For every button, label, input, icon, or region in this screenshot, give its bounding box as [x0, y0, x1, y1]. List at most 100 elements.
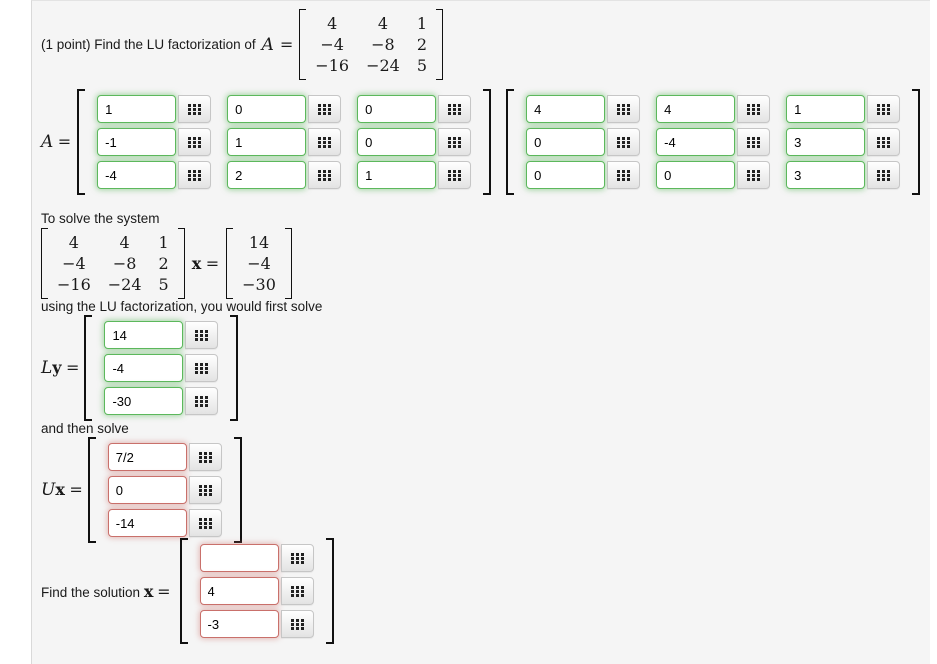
grid-icon: [195, 329, 208, 341]
right-bracket: [233, 437, 242, 543]
left-bracket: [84, 315, 93, 421]
l-input-2-1[interactable]: [227, 161, 307, 189]
equation-editor-button[interactable]: [280, 577, 314, 605]
equation-editor-button[interactable]: [188, 476, 222, 504]
matrix-cell: 14: [248, 233, 270, 252]
equation-editor-button[interactable]: [188, 443, 222, 471]
coefficient-matrix-display: 4 4 1 −4 −8 2 −16 −24 5: [41, 228, 185, 299]
right-bracket: [436, 9, 444, 80]
equals-sign: =: [205, 253, 220, 273]
matrix-input-cell: [104, 354, 219, 382]
grid-icon: [747, 136, 760, 148]
equation-editor-button[interactable]: [308, 161, 342, 189]
grid-icon: [290, 585, 304, 597]
matrix-cell: 1: [416, 14, 428, 33]
left-bracket: [506, 89, 515, 195]
l-input-1-2[interactable]: [357, 128, 437, 156]
left-bracket: [299, 9, 307, 80]
grid-icon: [290, 618, 304, 630]
u-input-2-0[interactable]: [526, 161, 606, 189]
grid-icon: [877, 136, 890, 148]
u-input-2-2[interactable]: [786, 161, 866, 189]
equation-editor-button[interactable]: [438, 161, 472, 189]
grid-icon: [448, 169, 461, 181]
x-input-1[interactable]: [199, 577, 279, 605]
l-input-1-1[interactable]: [227, 128, 307, 156]
matrix-input-cell: [199, 577, 314, 605]
equation-editor-button[interactable]: [308, 95, 342, 123]
matrix-cell: −8: [371, 35, 395, 54]
l-input-2-2[interactable]: [357, 161, 437, 189]
problem-statement: (1 point) Find the LU factorization of A…: [41, 9, 930, 80]
equation-editor-button[interactable]: [178, 128, 212, 156]
left-bracket: [179, 538, 188, 644]
x-input-2[interactable]: [199, 610, 279, 638]
grid-icon: [195, 362, 208, 374]
u-input-0-1[interactable]: [656, 95, 736, 123]
matrix-cell: 1: [158, 233, 169, 252]
equation-editor-button[interactable]: [308, 128, 342, 156]
var-u: U: [41, 480, 56, 500]
equation-editor-button[interactable]: [185, 354, 219, 382]
matrix-input-cell: [357, 161, 472, 189]
ux-input-0[interactable]: [107, 443, 187, 471]
var-x: x: [191, 253, 202, 273]
ly-input-2[interactable]: [104, 387, 184, 415]
equation-editor-button[interactable]: [178, 161, 212, 189]
matrix-cell: −24: [366, 56, 400, 75]
x-input-0[interactable]: [199, 544, 279, 572]
equation-editor-button[interactable]: [607, 161, 641, 189]
grid-icon: [318, 169, 331, 181]
grid-icon: [318, 103, 331, 115]
equation-editor-button[interactable]: [607, 95, 641, 123]
ux-input-1[interactable]: [107, 476, 187, 504]
equation-editor-button[interactable]: [737, 161, 771, 189]
factor-label: A =: [41, 132, 71, 152]
equation-editor-button[interactable]: [867, 128, 901, 156]
system-after-text: using the LU factorization, you would fi…: [41, 299, 323, 314]
grid-icon: [747, 103, 760, 115]
ux-answer-row: Ux =: [41, 437, 930, 543]
ux-input-2[interactable]: [107, 509, 187, 537]
ly-input-1[interactable]: [104, 354, 184, 382]
equation-editor-button[interactable]: [607, 128, 641, 156]
matrix-input-cell: [97, 95, 212, 123]
equation-editor-button[interactable]: [280, 544, 314, 572]
equation-editor-button[interactable]: [178, 95, 212, 123]
l-input-1-0[interactable]: [97, 128, 177, 156]
equation-editor-button[interactable]: [737, 95, 771, 123]
ly-input-0[interactable]: [104, 321, 184, 349]
u-input-1-2[interactable]: [786, 128, 866, 156]
grid-icon: [877, 103, 890, 115]
l-input-0-0[interactable]: [97, 95, 177, 123]
equation-editor-button[interactable]: [867, 95, 901, 123]
grid-icon: [198, 517, 212, 529]
u-input-2-1[interactable]: [656, 161, 736, 189]
equation-editor-button[interactable]: [185, 387, 219, 415]
l-input-0-1[interactable]: [227, 95, 307, 123]
right-bracket: [483, 89, 492, 195]
u-input-0-0[interactable]: [526, 95, 606, 123]
ly-label: Ly =: [41, 358, 79, 378]
equation-editor-button[interactable]: [188, 509, 222, 537]
equation-editor-button[interactable]: [737, 128, 771, 156]
u-input-1-1[interactable]: [656, 128, 736, 156]
equation-editor-button[interactable]: [185, 321, 219, 349]
right-bracket: [230, 315, 239, 421]
equation-editor-button[interactable]: [280, 610, 314, 638]
grid-icon: [617, 169, 630, 181]
equation-editor-button[interactable]: [438, 95, 472, 123]
l-input-0-2[interactable]: [357, 95, 437, 123]
equation-editor-button[interactable]: [867, 161, 901, 189]
u-input-1-0[interactable]: [526, 128, 606, 156]
l-input-2-0[interactable]: [97, 161, 177, 189]
matrix-input-cell: [107, 476, 222, 504]
solution-label: Find the solution x =: [41, 582, 171, 601]
equals-sign: =: [157, 581, 171, 601]
equation-editor-button[interactable]: [438, 128, 472, 156]
u-input-0-2[interactable]: [786, 95, 866, 123]
matrix-cell: −8: [112, 254, 137, 273]
solution-vector-input: [179, 538, 334, 644]
matrix-input-cell: [227, 161, 342, 189]
matrix-input-cell: [656, 128, 771, 156]
